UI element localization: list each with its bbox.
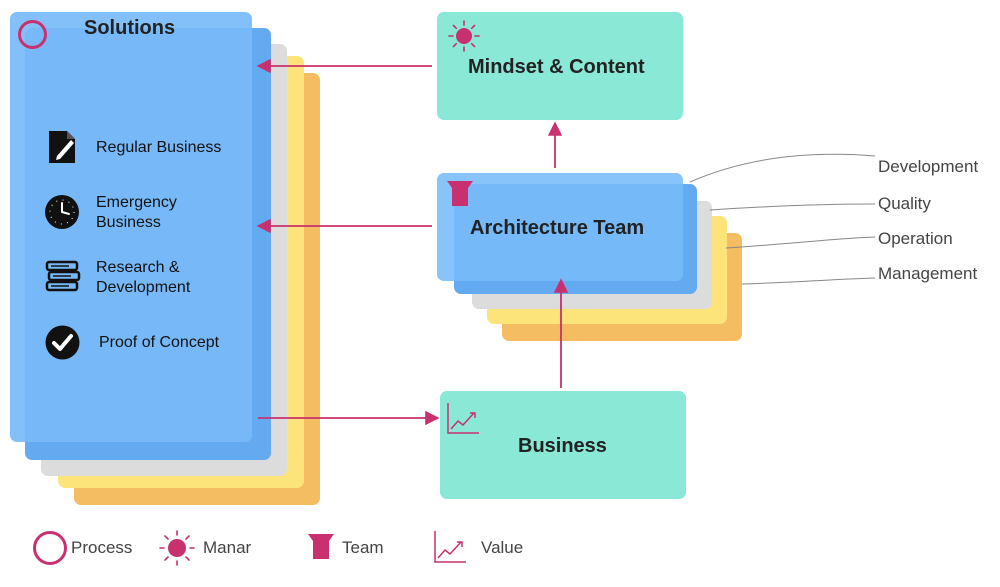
mindset-content-title: Mindset & Content [468, 56, 645, 78]
legend-process-label: Process [71, 538, 133, 557]
legend-value-label: Value [481, 538, 524, 557]
layer-label-development: Development [878, 157, 979, 176]
leader-line-operation [725, 236, 876, 249]
leader-line-quality [709, 203, 876, 211]
checkmark-icon [45, 325, 80, 360]
clock-icon [44, 194, 80, 230]
leader-line-management [741, 277, 876, 285]
solutions-card[interactable]: Solutions [10, 12, 252, 442]
legend-team-icon [307, 533, 335, 561]
business-title: Business [518, 435, 607, 457]
business-box[interactable]: Business [440, 391, 686, 499]
value-chart-icon [446, 402, 480, 435]
layer-label-management: Management [878, 264, 978, 283]
solutions-title: Solutions [84, 17, 176, 39]
architecture-team-title: Architecture Team [470, 217, 645, 239]
team-cup-icon [446, 180, 474, 208]
document-pen-icon [47, 129, 79, 165]
legend-team-label: Team [342, 538, 384, 557]
layer-label-quality: Quality [878, 194, 931, 213]
books-icon [45, 260, 81, 294]
solution-item-research-development: Research & Development [96, 259, 191, 296]
solution-item-emergency-business: Emergency Business [96, 194, 177, 231]
layer-label-operation: Operation [878, 229, 953, 248]
mindset-content-box[interactable]: Mindset & Content [437, 12, 683, 120]
solution-item-proof-of-concept: Proof of Concept [99, 334, 220, 351]
process-circle-icon [18, 20, 47, 49]
legend-manar-label: Manar [203, 538, 252, 557]
solution-item-regular-business: Regular Business [96, 139, 222, 156]
legend-sun-icon [158, 529, 196, 567]
architecture-team-box[interactable]: Architecture Team [437, 173, 683, 281]
sun-icon [446, 19, 482, 55]
leader-line-development [689, 153, 876, 183]
legend-process-icon [33, 531, 67, 565]
legend-value-icon [433, 530, 467, 564]
